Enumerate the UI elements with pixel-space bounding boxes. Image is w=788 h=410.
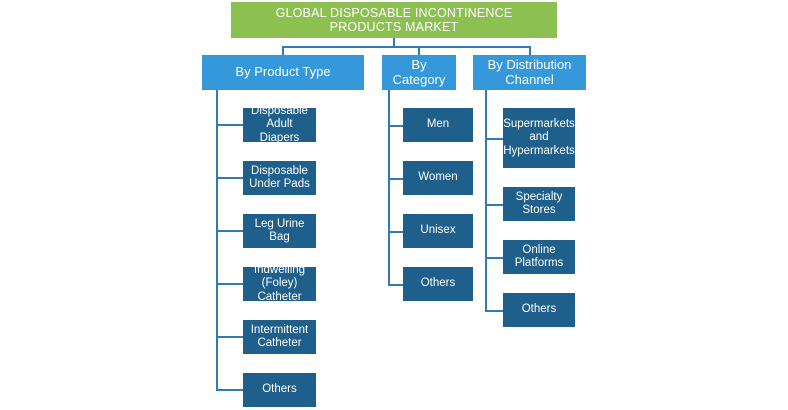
connector-category-bar (282, 46, 530, 48)
category-distribution-channel: By Distribution Channel (473, 55, 586, 90)
leaf-category: Men (403, 108, 473, 142)
leaf-product-type: Disposable Under Pads (243, 161, 316, 195)
diagram-root-title: GLOBAL DISPOSABLE INCONTINENCE PRODUCTS … (231, 2, 557, 38)
branch-product-type-trunk (216, 90, 218, 390)
leaf-distribution: Online Platforms (503, 240, 575, 274)
branch-connector (388, 284, 403, 286)
branch-connector (485, 138, 503, 140)
branch-connector (216, 389, 243, 391)
connector-root-down (393, 38, 395, 47)
leaf-product-type: Indwelling (Foley) Catheter (243, 264, 316, 303)
branch-connector (216, 177, 243, 179)
branch-connector (388, 178, 403, 180)
leaf-distribution: Supermarkets and Hypermarkets (503, 108, 575, 168)
leaf-category: Women (403, 161, 473, 195)
leaf-product-type: Others (243, 373, 316, 407)
leaf-distribution: Specialty Stores (503, 187, 575, 221)
leaf-distribution: Others (503, 293, 575, 327)
branch-category-trunk (388, 90, 390, 285)
connector-to-category (418, 46, 420, 55)
branch-connector (485, 310, 503, 312)
branch-connector (485, 204, 503, 206)
category-product-type: By Product Type (202, 55, 364, 90)
connector-to-product-type (282, 46, 284, 55)
branch-connector (485, 257, 503, 259)
branch-distribution-trunk (485, 90, 487, 311)
branch-connector (388, 125, 403, 127)
branch-connector (216, 283, 243, 285)
branch-connector (216, 336, 243, 338)
leaf-product-type: Leg Urine Bag (243, 214, 316, 248)
leaf-category: Others (403, 267, 473, 301)
branch-connector (216, 230, 243, 232)
branch-connector (216, 124, 243, 126)
branch-connector (388, 231, 403, 233)
leaf-category: Unisex (403, 214, 473, 248)
connector-to-distribution (529, 46, 531, 55)
leaf-product-type: Disposable Adult Diapers (243, 105, 316, 144)
leaf-product-type: Intermittent Catheter (243, 320, 316, 354)
category-by-category: By Category (382, 55, 456, 90)
